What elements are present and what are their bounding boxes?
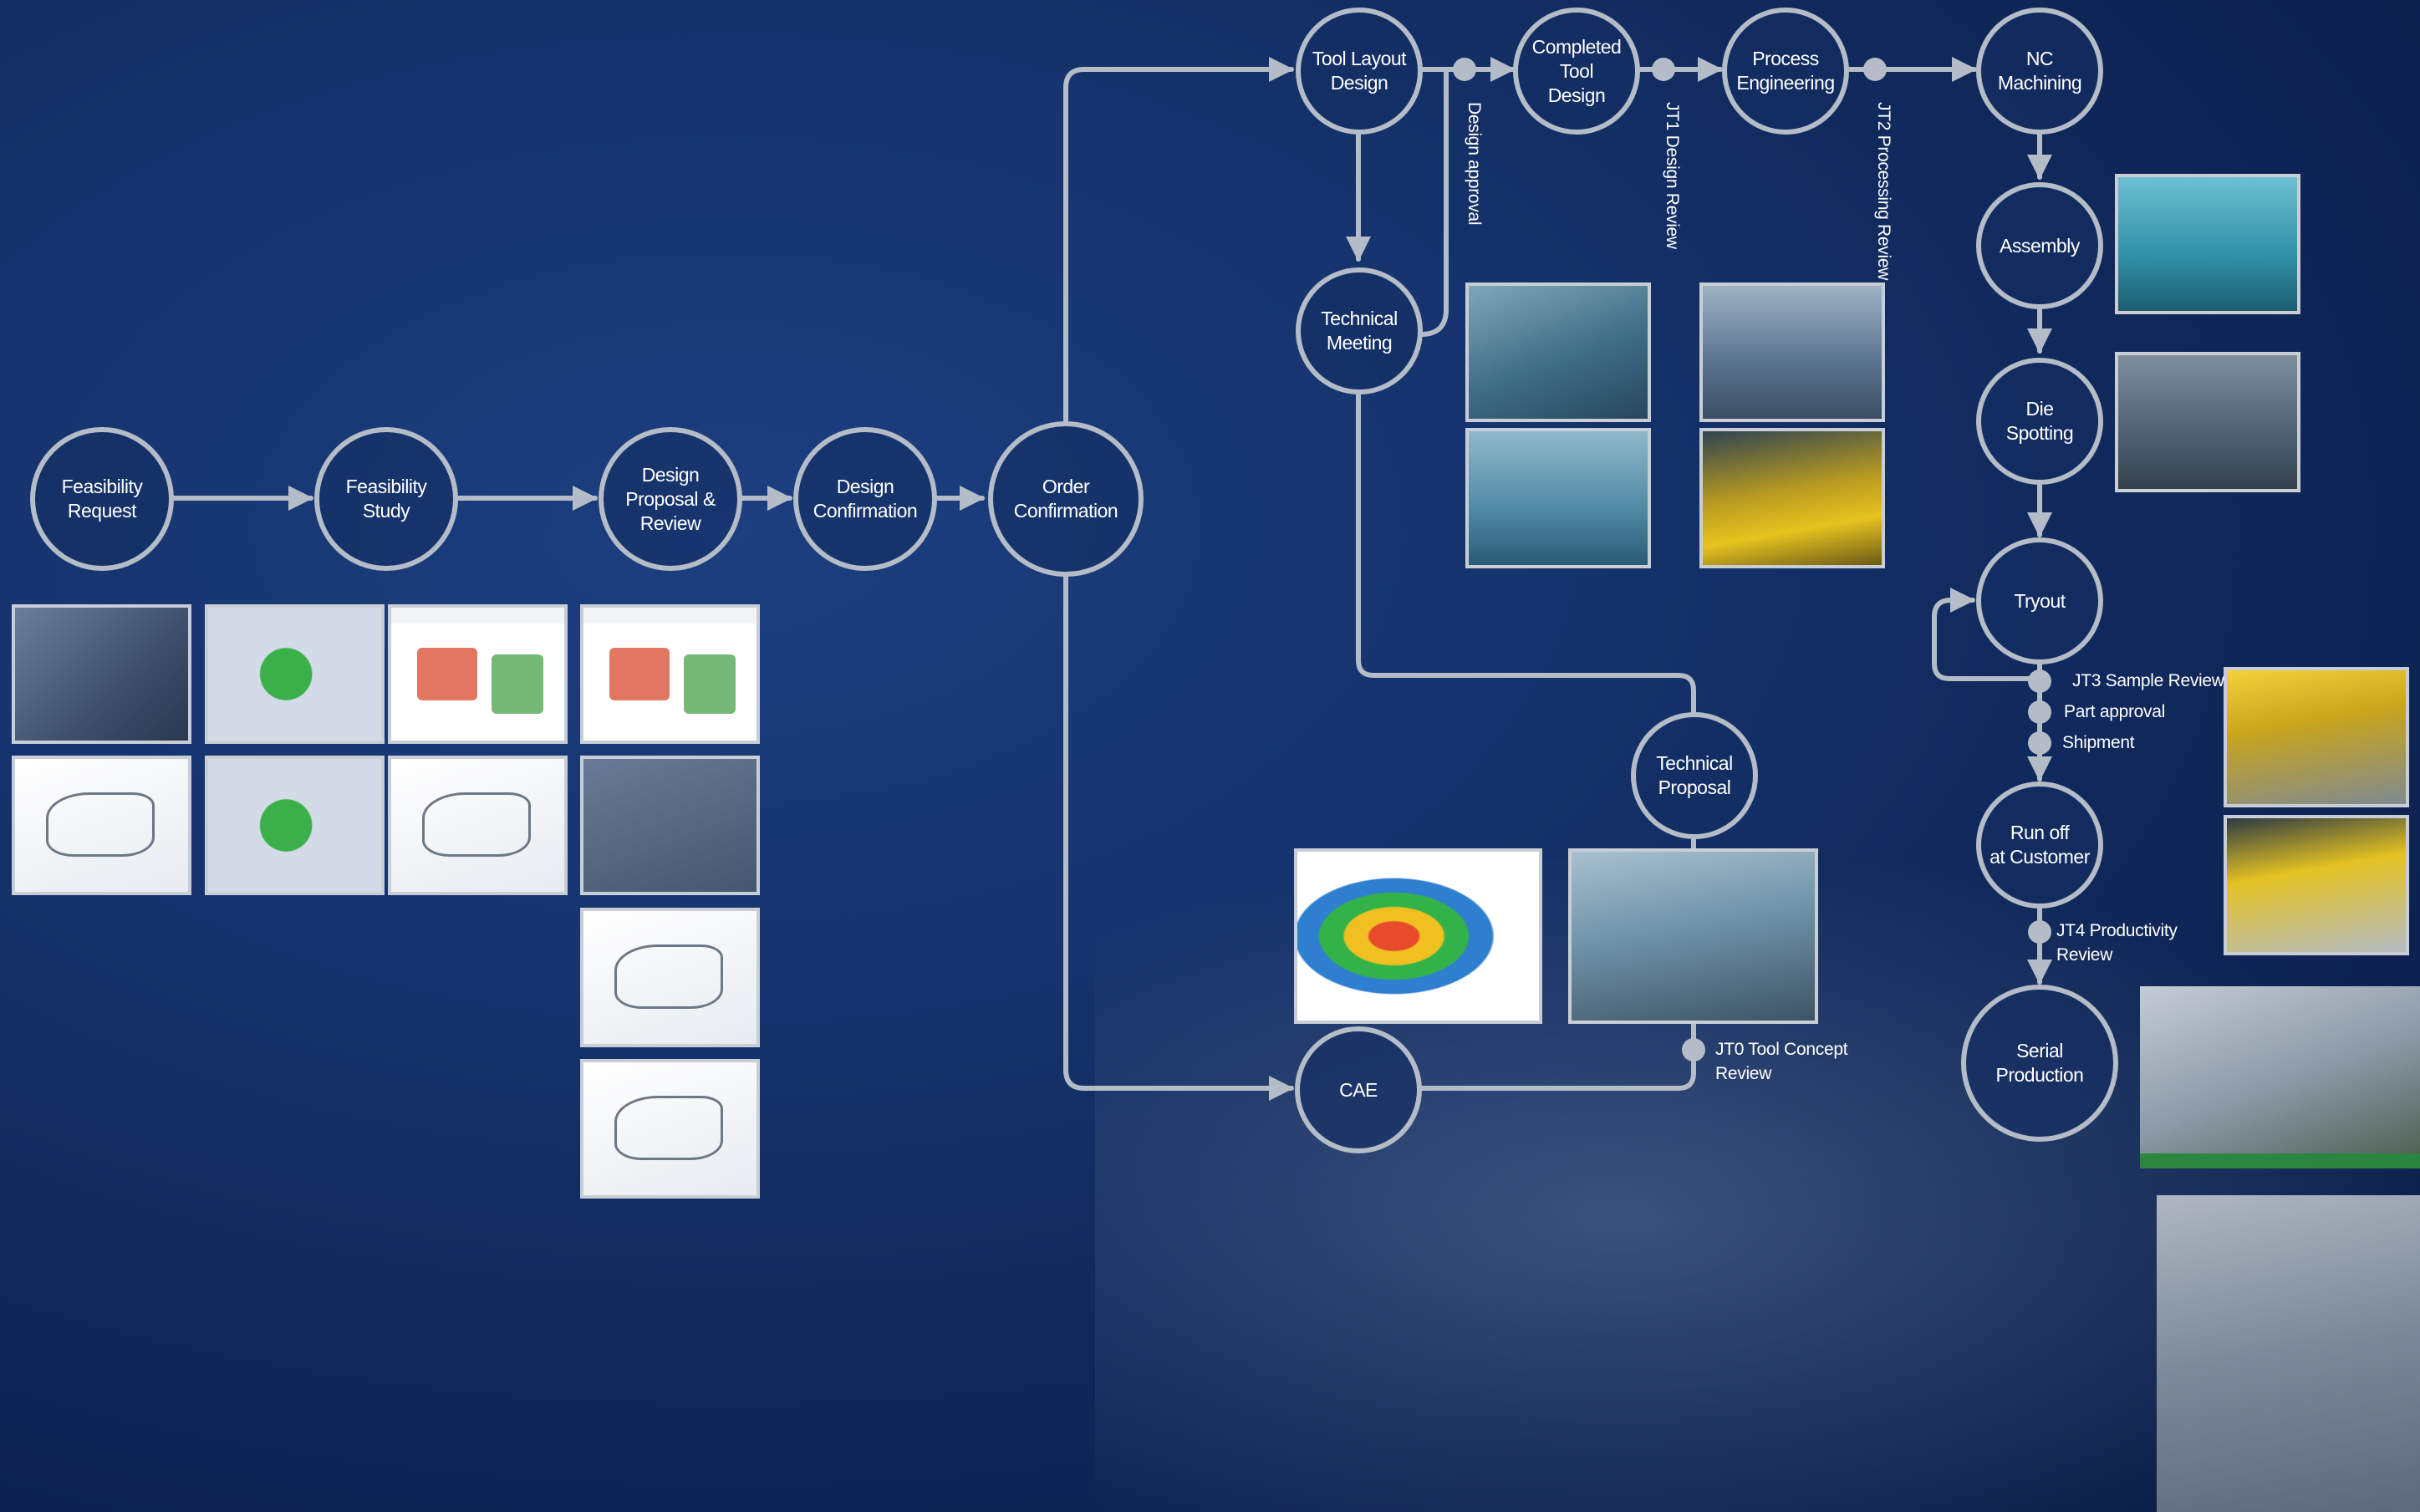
node-tool-layout-design: Tool Layout Design <box>1296 8 1423 135</box>
photo-nc-machine <box>1699 428 1885 568</box>
photo-die-spotting-press <box>2115 352 2300 492</box>
node-technical-meeting: Technical Meeting <box>1296 267 1423 395</box>
node-label: Tool Layout Design <box>1312 48 1407 94</box>
photo-tryout-press <box>2224 667 2409 807</box>
arrow-tryout-loop <box>1932 588 2042 681</box>
label-jt3-sample-review: JT3 Sample Review <box>2072 671 2224 690</box>
line-meeting-to-design-approval <box>1419 67 1449 337</box>
node-tryout: Tryout <box>1976 537 2103 664</box>
line-cae-to-technical-proposal <box>1419 835 1696 1091</box>
arrow-order-to-cae <box>1063 573 1294 1101</box>
node-label: Design Proposal & Review <box>625 463 716 534</box>
node-label: Tryout <box>2014 589 2066 612</box>
label-jt4-line2: Review <box>2056 945 2113 965</box>
node-label: Order Confirmation <box>1013 476 1118 522</box>
node-label: Die Spotting <box>2005 398 2074 444</box>
node-label: Assembly <box>2000 234 2080 257</box>
node-label: Feasibility Request <box>61 476 143 522</box>
node-cae: CAE <box>1295 1026 1422 1153</box>
photo-designer-workstation <box>1465 283 1651 422</box>
photo-assembly-shop <box>2115 174 2300 314</box>
node-completed-tool-design: Completed Tool Design <box>1513 8 1640 135</box>
milestone-dot-shipment <box>2028 731 2051 755</box>
milestone-dot-jt2 <box>1863 58 1887 81</box>
mold-photo-bottom <box>2157 1195 2420 1512</box>
cad-thumbnail-8 <box>580 1059 760 1199</box>
node-order-confirmation: Order Confirmation <box>988 421 1144 577</box>
photo-run-off-machine <box>2224 815 2409 955</box>
milestone-dot-design-approval <box>1453 58 1476 81</box>
cad-thumbnail-7 <box>580 908 760 1047</box>
label-design-approval: Design approval <box>1465 102 1484 226</box>
node-label: Feasibility Study <box>345 476 427 522</box>
cad-thumbnail-1 <box>12 604 191 744</box>
photo-design-office <box>1465 428 1651 568</box>
node-feasibility-request: Feasibility Request <box>30 427 174 571</box>
milestone-dot-jt0 <box>1682 1038 1705 1061</box>
node-label: Technical Proposal <box>1656 752 1733 798</box>
report-thumbnail-2 <box>580 604 760 744</box>
milestone-dot-jt4 <box>2028 920 2051 944</box>
node-design-proposal-review: Design Proposal & Review <box>599 427 742 571</box>
node-technical-proposal: Technical Proposal <box>1631 712 1758 839</box>
node-nc-machining: NC Machining <box>1976 8 2103 135</box>
node-design-confirmation: Design Confirmation <box>793 427 937 571</box>
mold-photo-top <box>2140 986 2420 1168</box>
node-process-engineering: Process Engineering <box>1722 8 1849 135</box>
cad-thumbnail-4 <box>205 756 385 895</box>
milestone-dot-jt1 <box>1652 58 1675 81</box>
node-run-off-at-customer: Run off at Customer <box>1976 781 2103 909</box>
node-label: Process Engineering <box>1736 48 1835 94</box>
node-label: Completed Tool Design <box>1531 35 1622 106</box>
node-assembly: Assembly <box>1976 182 2103 309</box>
node-serial-production: Serial Production <box>1961 985 2118 1142</box>
line-meeting-to-technical-proposal <box>1356 392 1696 715</box>
photo-cae-simulation <box>1294 848 1542 1024</box>
node-label: Design Confirmation <box>813 476 918 522</box>
node-feasibility-study: Feasibility Study <box>314 427 458 571</box>
label-shipment: Shipment <box>2062 733 2135 752</box>
report-thumbnail-1 <box>388 604 568 744</box>
arrow-order-to-tool-layout <box>1063 57 1294 425</box>
node-label: Serial Production <box>1995 1040 2084 1086</box>
node-label: Technical Meeting <box>1321 308 1398 354</box>
label-jt0-line1: JT0 Tool Concept <box>1715 1040 1848 1059</box>
milestone-dot-part-approval <box>2028 700 2051 724</box>
label-jt2-processing-review: JT2 Processing Review <box>1874 102 1893 281</box>
label-part-approval: Part approval <box>2064 702 2166 721</box>
node-die-spotting: Die Spotting <box>1976 358 2103 485</box>
node-label: Run off at Customer <box>1989 822 2090 868</box>
photo-machining-hall <box>1699 283 1885 422</box>
cad-thumbnail-2 <box>205 604 385 744</box>
cad-thumbnail-5 <box>388 756 568 895</box>
photo-technical-meeting <box>1568 848 1818 1024</box>
milestone-dot-jt3 <box>2028 669 2051 693</box>
node-label: CAE <box>1339 1078 1378 1101</box>
cad-thumbnail-3 <box>12 756 191 895</box>
cad-thumbnail-6 <box>580 756 760 895</box>
node-label: NC Machining <box>1997 48 2082 94</box>
label-jt4-line1: JT4 Productivity <box>2056 921 2178 940</box>
label-jt0-line2: Review <box>1715 1064 1772 1083</box>
label-jt1-design-review: JT1 Design Review <box>1663 102 1682 249</box>
